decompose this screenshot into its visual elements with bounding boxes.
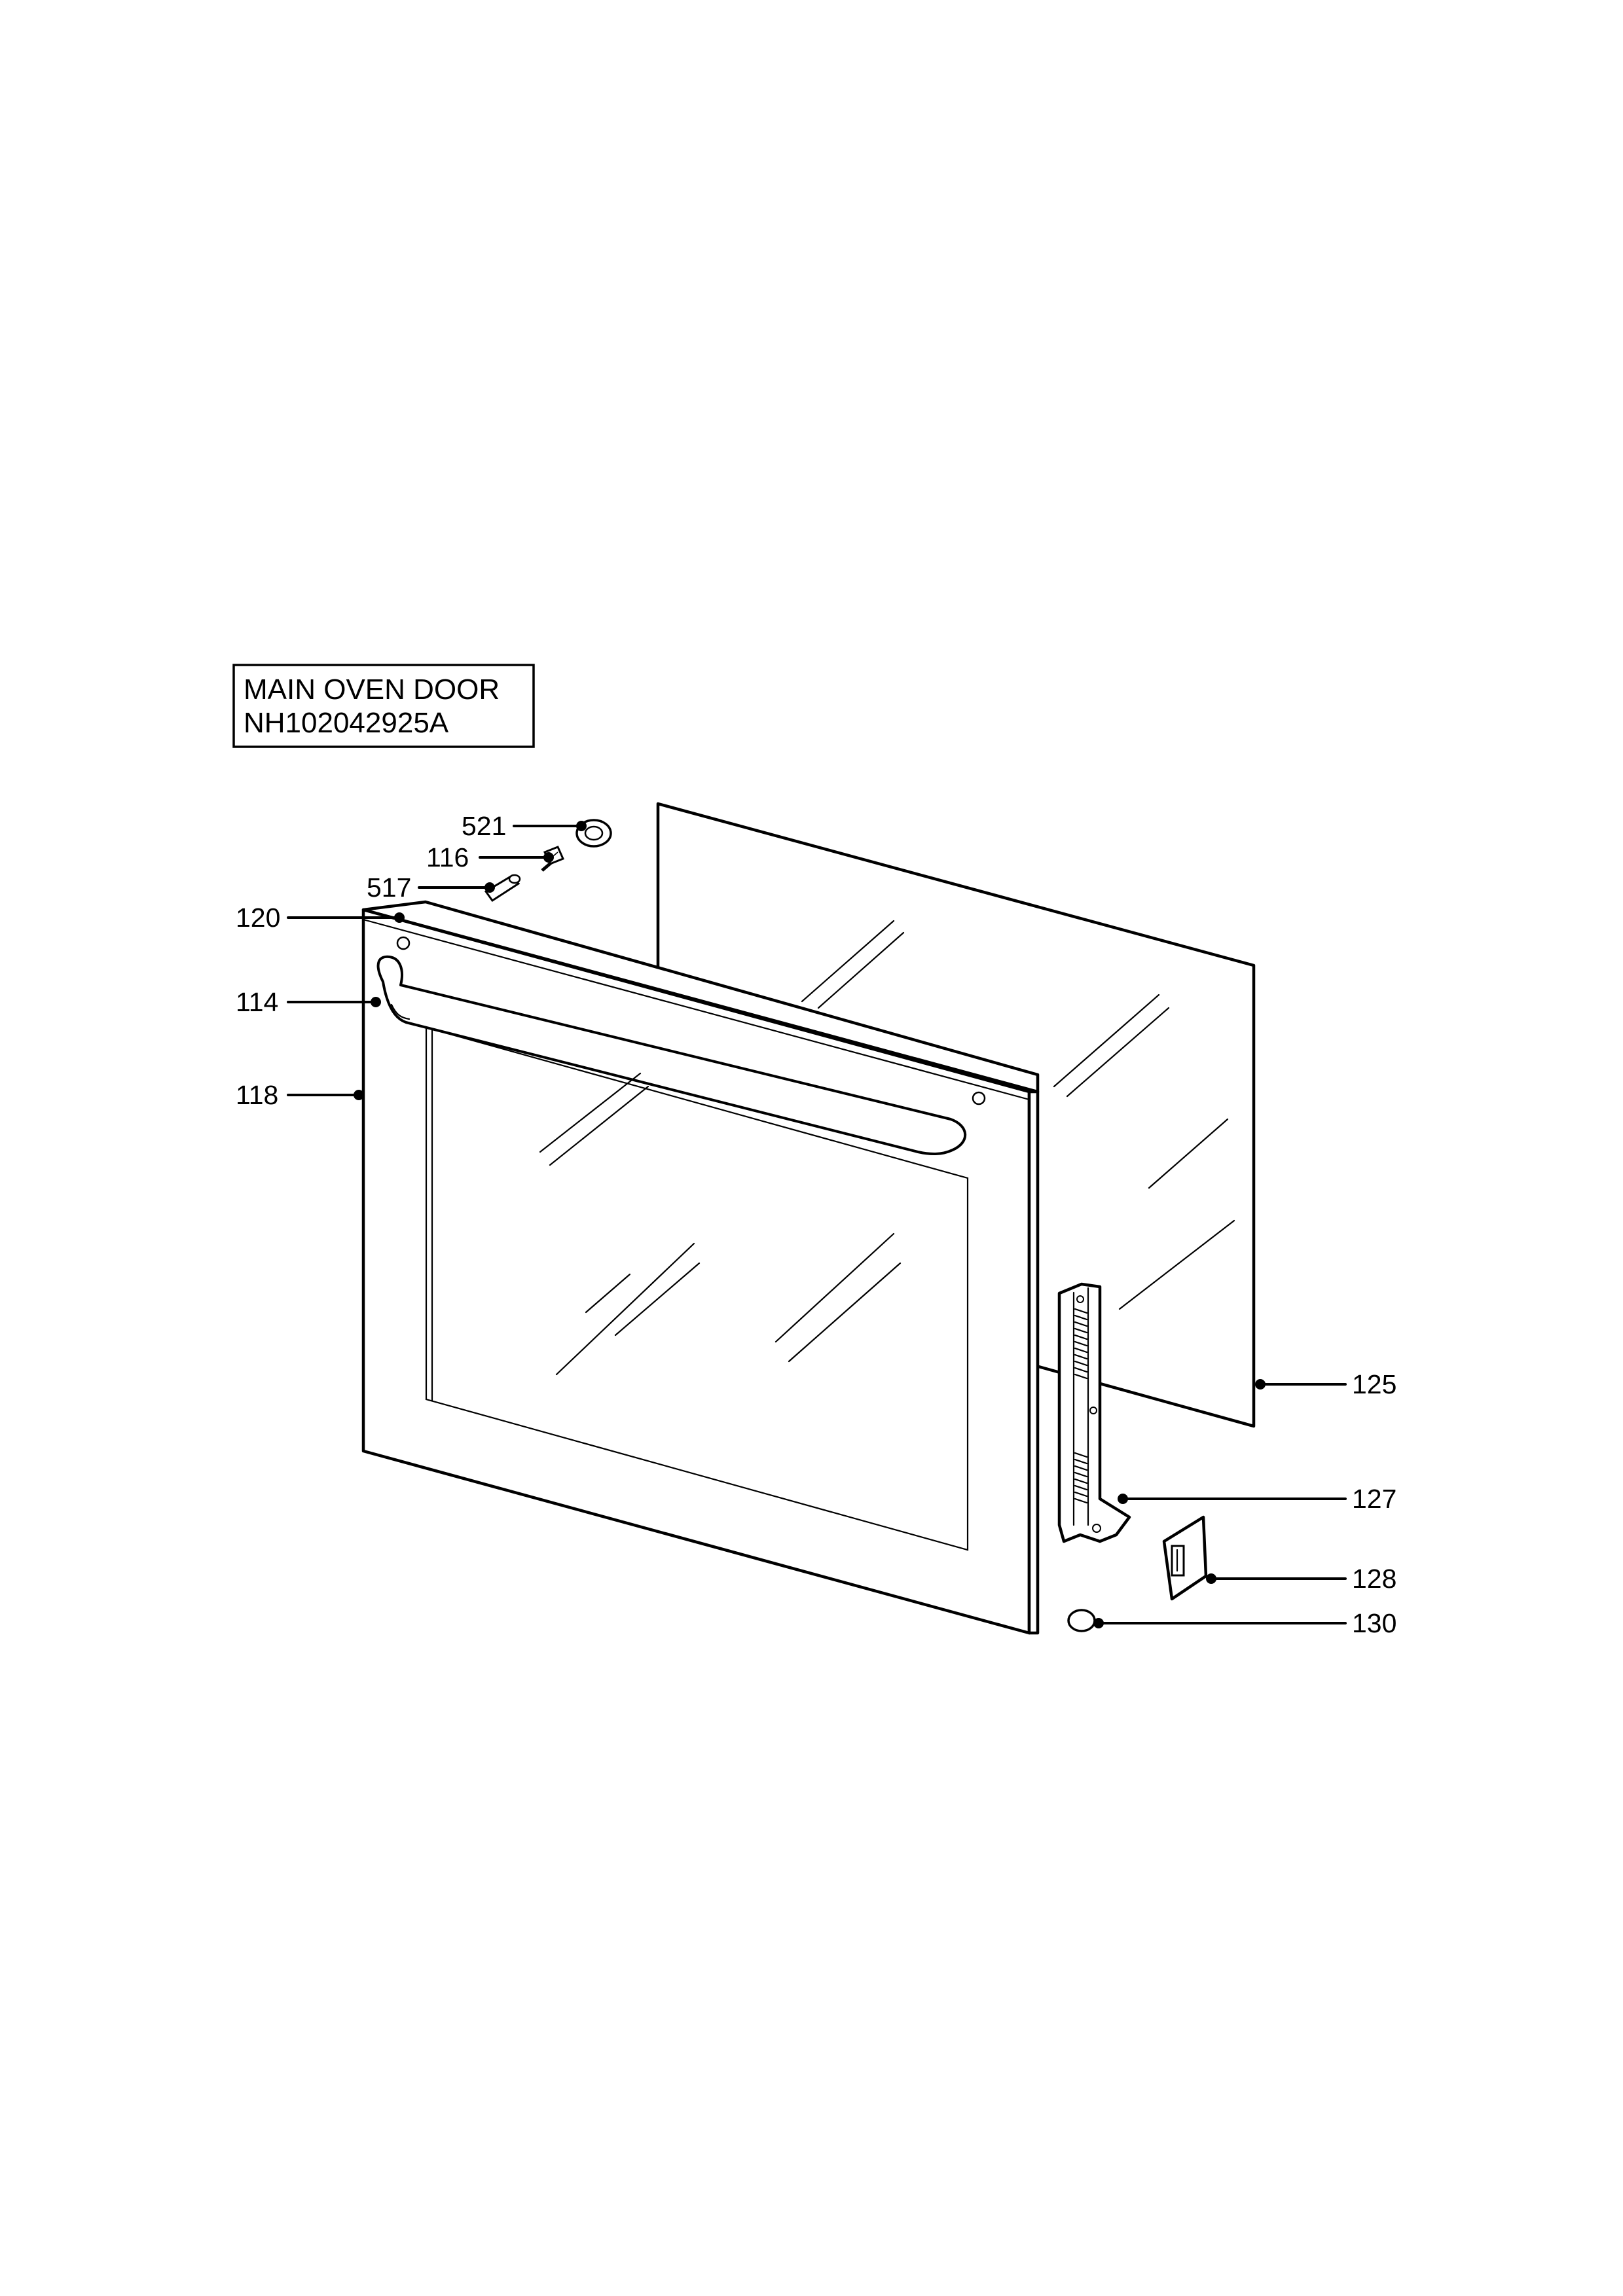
callout-label-114: 114 bbox=[236, 987, 278, 1017]
callout-label-127: 127 bbox=[1352, 1484, 1396, 1514]
callout-label-125: 125 bbox=[1352, 1369, 1396, 1399]
hinge-receiver-part bbox=[1162, 1515, 1208, 1601]
callout-dot-521 bbox=[576, 821, 587, 831]
callout-dot-517 bbox=[484, 882, 495, 893]
callout-dot-125 bbox=[1255, 1379, 1266, 1390]
callout-label-521: 521 bbox=[462, 811, 506, 841]
callout-dot-120 bbox=[394, 912, 405, 923]
button-part bbox=[1067, 1609, 1096, 1632]
callout-dot-127 bbox=[1118, 1494, 1128, 1504]
callout-dot-116 bbox=[543, 852, 554, 863]
door-hinge-part bbox=[1057, 1282, 1131, 1543]
callout-label-128: 128 bbox=[1352, 1564, 1396, 1594]
callout-label-118: 118 bbox=[236, 1080, 278, 1110]
callout-label-116: 116 bbox=[426, 842, 469, 872]
callout-labels: 521 116 517 120 114 118 125 127 128 130 bbox=[236, 811, 1396, 1638]
callout-label-130: 130 bbox=[1352, 1608, 1396, 1638]
screw-hole-left bbox=[396, 936, 410, 950]
title-line-2: NH102042925A bbox=[244, 707, 449, 739]
leader-lines bbox=[287, 821, 1347, 1628]
callout-dot-114 bbox=[371, 997, 381, 1007]
callout-dot-130 bbox=[1093, 1618, 1104, 1628]
callout-label-120: 120 bbox=[236, 903, 280, 933]
screw-hole-right bbox=[972, 1091, 986, 1105]
door-handle bbox=[376, 955, 967, 1155]
title-box: MAIN OVEN DOOR NH102042925A bbox=[232, 664, 535, 748]
callout-dot-118 bbox=[354, 1090, 364, 1100]
callout-dot-128 bbox=[1206, 1573, 1216, 1584]
callout-label-517: 517 bbox=[367, 872, 411, 903]
outer-door-panel bbox=[361, 900, 1040, 1635]
pin-part bbox=[484, 874, 521, 903]
title-line-1: MAIN OVEN DOOR bbox=[244, 673, 500, 706]
